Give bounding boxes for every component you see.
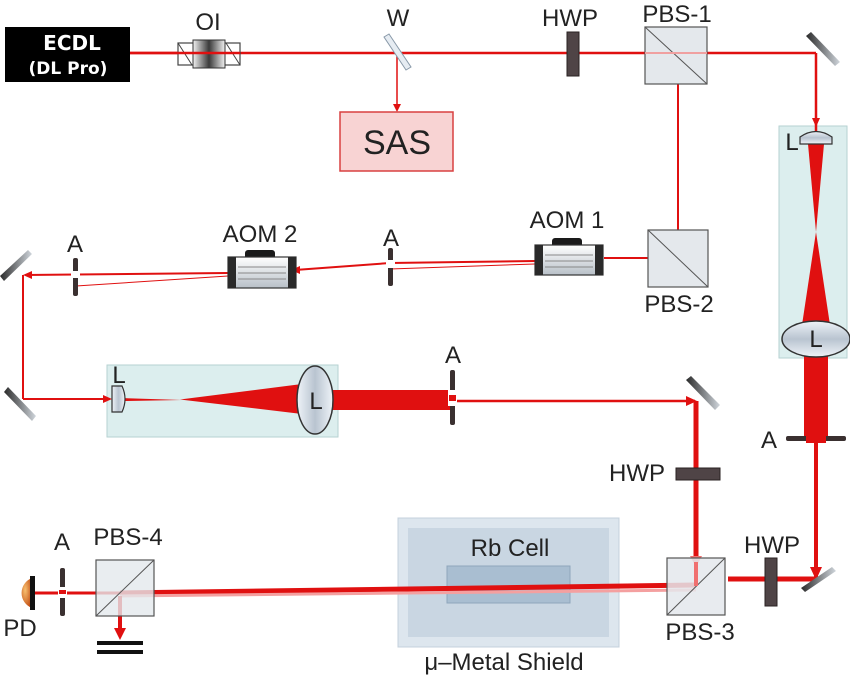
lens-mid-big: [296, 365, 334, 435]
shield-label: μ–Metal Shield: [424, 649, 583, 676]
window-w-label: W: [387, 5, 410, 32]
lens-right-big: [781, 320, 850, 358]
lens-right-top-label: L: [785, 129, 798, 156]
pbs-1: [644, 26, 708, 85]
aom-2: [227, 250, 297, 289]
window-w: [383, 33, 412, 71]
lens-right-top: [799, 130, 833, 145]
hwp-mid-label: HWP: [609, 460, 665, 487]
aperture-top-left-label: A: [67, 231, 83, 258]
aperture-bottom-label: A: [54, 529, 70, 556]
lens-mid-big-label: L: [309, 388, 322, 415]
mirror-bottom-right: [801, 567, 836, 592]
ecdl-laser: ECDL (DL Pro): [5, 27, 130, 82]
mirror-top-right: [806, 32, 840, 66]
mirror-left-bottom: [4, 387, 36, 421]
hwp-mid: [675, 467, 721, 481]
hwp-bottom-label: HWP: [744, 532, 800, 559]
mirror-left-top: [0, 250, 32, 281]
pbs-4: [95, 559, 155, 617]
pbs-3: [666, 557, 726, 616]
aperture-right-label: A: [761, 427, 777, 454]
photodiode: [21, 576, 35, 610]
aom-1: [534, 238, 604, 276]
oi-label: OI: [195, 9, 220, 36]
photodiode-label: PD: [3, 615, 36, 642]
pbs-4-label: PBS-4: [93, 524, 162, 551]
lens-mid-small-label: L: [112, 362, 125, 389]
sas-box: [339, 111, 454, 172]
rb-cell-label: Rb Cell: [471, 535, 550, 562]
mirror-mid-right: [686, 376, 720, 410]
aperture-top-mid-label: A: [383, 225, 399, 252]
sas-label: SAS: [363, 124, 431, 162]
aom-1-label: AOM 1: [530, 207, 605, 234]
hwp-bottom: [764, 557, 778, 607]
aperture-mid-label: A: [445, 342, 461, 369]
aom-2-label: AOM 2: [223, 221, 298, 248]
laser-name: ECDL: [43, 31, 101, 55]
lens-right-big-label: L: [809, 326, 822, 353]
pbs-3-label: PBS-3: [665, 619, 734, 646]
pbs-1-label: PBS-1: [642, 1, 711, 28]
lens-mid-small: [111, 385, 126, 413]
hwp-top: [566, 31, 580, 77]
laser-model: (DL Pro): [29, 59, 108, 79]
beam-dump: [97, 641, 143, 654]
pbs-2: [647, 229, 709, 288]
hwp-top-label: HWP: [542, 5, 598, 32]
rb-cell: [446, 565, 571, 604]
pbs-2-label: PBS-2: [644, 291, 713, 318]
optical-isolator: [130, 39, 241, 69]
